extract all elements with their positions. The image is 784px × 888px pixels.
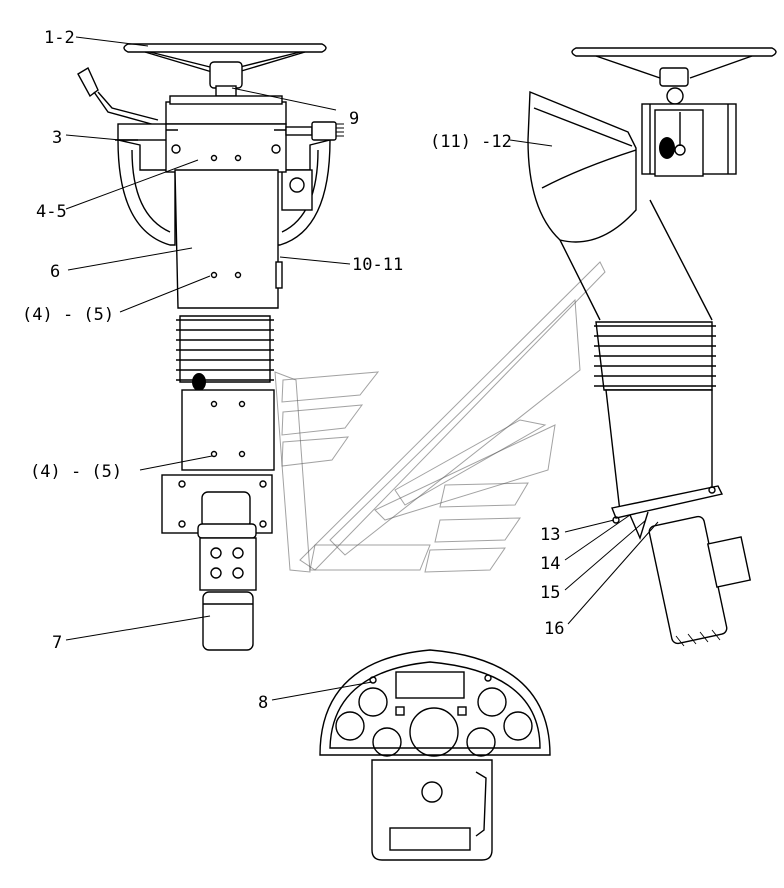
callout-11-12: (11) -12: [430, 132, 512, 152]
callout-4-5-parenthetical-upper: (4) - (5): [22, 305, 114, 325]
callout-4-5-parenthetical-lower: (4) - (5): [30, 462, 122, 482]
tilt-lever: [77, 66, 169, 141]
callout-8: 8: [258, 693, 268, 713]
right-motor: [648, 515, 752, 647]
callout-3: 3: [52, 128, 62, 148]
upper-housing: [117, 95, 331, 246]
callout-15: 15: [540, 583, 560, 603]
callout-10-11: 10-11: [352, 255, 403, 275]
callout-1-2: 1-2: [44, 28, 75, 48]
steering-wheel-right: [571, 47, 777, 105]
watermark-logo: [274, 261, 606, 573]
callout-7: 7: [52, 633, 62, 653]
callout-labels: 1-2 3 9 4-5 6 10-11 (4) - (5) (4) - (5) …: [22, 28, 564, 713]
callout-14: 14: [540, 554, 560, 574]
motor-unit: [197, 491, 257, 651]
leader-lines: [65, 36, 659, 701]
callout-9: 9: [349, 109, 359, 129]
instrument-panel: [319, 649, 551, 861]
callout-6: 6: [50, 262, 60, 282]
callout-4-5: 4-5: [36, 202, 67, 222]
left-steering-assembly: [77, 43, 344, 651]
right-column: [559, 199, 716, 513]
steering-wheel-left: [123, 43, 327, 97]
side-housing: [641, 103, 737, 177]
callout-13: 13: [540, 525, 560, 545]
right-bracket: [611, 485, 724, 541]
callout-16: 16: [544, 619, 564, 639]
electrical-connector: [285, 121, 344, 141]
shroud-cover: [527, 90, 637, 243]
bellows-boot: [176, 315, 274, 391]
column-tube: [174, 154, 283, 309]
right-steering-assembly: [527, 47, 777, 647]
